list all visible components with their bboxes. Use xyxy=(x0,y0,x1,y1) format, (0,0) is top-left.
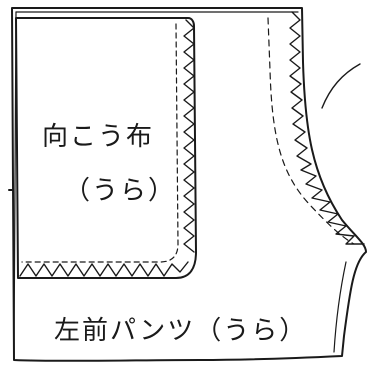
facing-title-label: 向こう布 xyxy=(42,122,155,152)
facing-zigzag-right xyxy=(183,19,195,253)
facing-piece-outline xyxy=(15,17,197,279)
pants-zigzag-curve xyxy=(289,11,365,245)
leader-stroke xyxy=(321,63,361,109)
facing-seam-line xyxy=(21,23,179,263)
facing-zigzag-bottom xyxy=(19,261,189,277)
pants-piece-outline xyxy=(11,7,367,362)
facing-side-label: （うら） xyxy=(64,176,177,206)
pants-title-label: 左前パンツ（うら） xyxy=(54,316,308,346)
pants-seam-line xyxy=(267,17,355,245)
pants-crotch-inner-edge xyxy=(333,261,347,353)
